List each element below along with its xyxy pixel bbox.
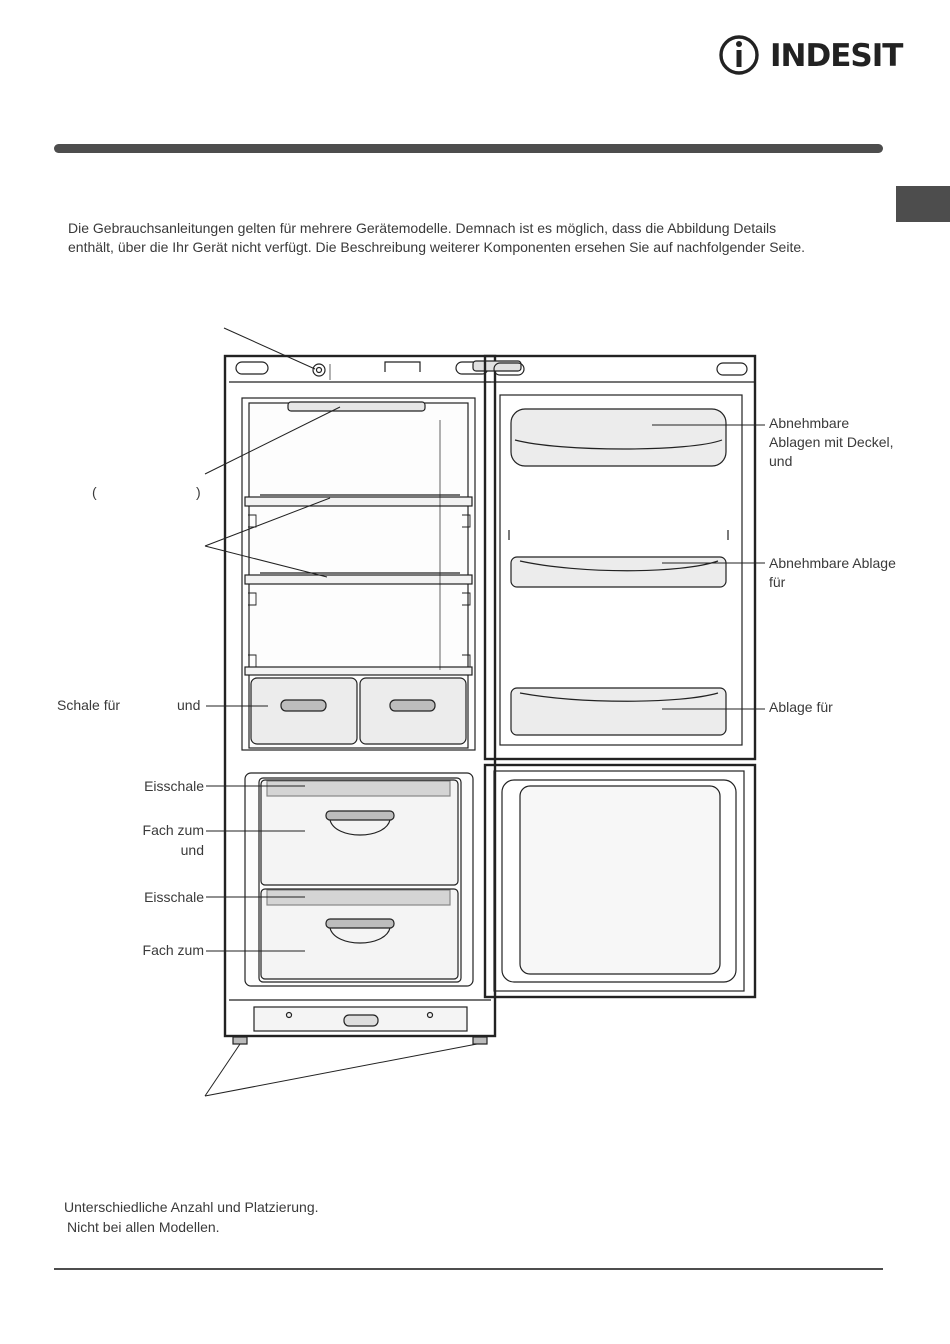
crisper-label-b: und (177, 697, 201, 713)
paren-close: ) (196, 484, 201, 500)
cabinet-outline (223, 354, 497, 1038)
adjustable-foot-left (232, 1036, 248, 1045)
intro-line-2: enthält, über die Ihr Gerät nicht verfüg… (68, 239, 806, 255)
freezer-drawer-1 (260, 779, 459, 886)
crisper-handle-right-icon (389, 699, 436, 712)
plinth-handle-icon (343, 1014, 379, 1027)
glass-shelf-2 (244, 572, 473, 585)
brand-logo-text: INDESIT (770, 38, 903, 74)
door-shelf-mid-label-a: Abnehmbare Ablage (769, 555, 896, 571)
fridge-door (483, 354, 757, 761)
freezer-handle-2-icon (325, 918, 395, 929)
crisper-cover-shelf (244, 666, 473, 676)
language-tab (896, 186, 950, 222)
door-shelf-bottom (510, 687, 727, 736)
control-panel-left-slot (235, 361, 269, 375)
footnote-1: Unterschiedliche Anzahl und Platzierung. (64, 1199, 319, 1215)
door-shelf-middle (510, 556, 727, 588)
header-rule (54, 144, 883, 153)
crisper-label-a: Schale für (57, 697, 121, 713)
intro-text: Die Gebrauchsanleitungen gelten für mehr… (68, 219, 868, 257)
light-cover (287, 401, 426, 412)
crisper-handle-left-icon (280, 699, 327, 712)
door-shelf-lid-label-a: Abnehmbare (769, 415, 850, 431)
thermostat-knob-icon (312, 363, 326, 377)
footnote-2: Nicht bei allen Modellen. (67, 1219, 220, 1235)
door-shelf-with-lid (510, 408, 727, 467)
ice-tray-1-label: Eisschale (144, 778, 204, 794)
freezer-door (483, 763, 757, 999)
glass-shelf-1 (244, 494, 473, 507)
door-shelf-lid-label-b: Ablagen mit Deckel, (769, 434, 894, 450)
ice-tray-2-label: Eisschale (144, 889, 204, 905)
freezer-drawer-2 (260, 888, 459, 980)
freezer-drawer-1-label-b: und (180, 842, 204, 858)
door-shelf-mid-label-b: für (769, 574, 786, 590)
freezer-handle-1-icon (325, 810, 395, 821)
freezer-drawer-1-label-a: Fach zum (142, 822, 204, 838)
paren-open: ( (92, 484, 97, 500)
door-shelf-lid-label-c: und (769, 453, 793, 469)
freezer-drawer-2-label: Fach zum (142, 942, 204, 958)
footer-rule (54, 1268, 883, 1270)
intro-line-1: Die Gebrauchsanleitungen gelten für mehr… (68, 220, 777, 236)
freezer-door-liner (519, 785, 721, 975)
adjustable-foot-right (472, 1036, 488, 1045)
indesit-logo-icon (719, 35, 759, 75)
door-shelf-bottom-label: Ablage für (769, 699, 833, 715)
